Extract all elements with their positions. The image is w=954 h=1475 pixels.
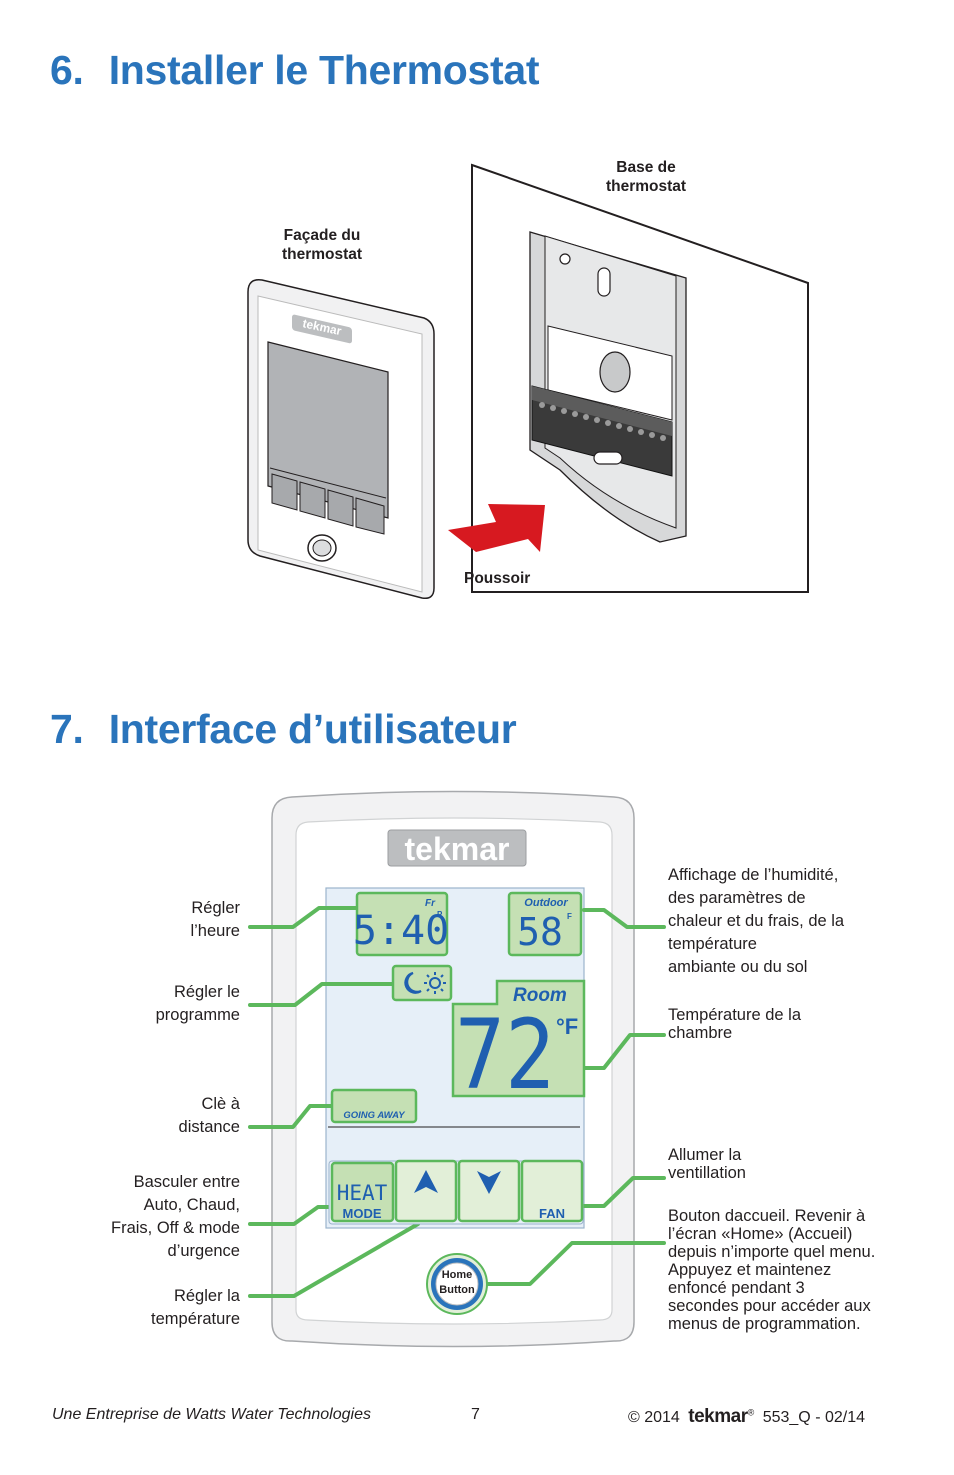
pm-label: P [437, 910, 443, 919]
brand-plate [387, 829, 527, 867]
thermostat-front: tekmar [247, 279, 435, 600]
section-6-heading: 6. Installer le Thermostat [50, 47, 540, 93]
home-button[interactable]: Home Button [426, 1253, 488, 1315]
section-7-heading: 7. Interface d’utilisateur [50, 706, 517, 752]
sun-icon [424, 972, 446, 994]
room-unit: °F [556, 1014, 578, 1039]
day-label: Fr [425, 898, 436, 909]
callout-away-key: Clè à distance [178, 1095, 240, 1136]
base-label: Base de thermostat [605, 159, 687, 195]
outdoor-button[interactable] [507, 891, 583, 957]
front-label: Façade du thermostat [281, 227, 363, 263]
footer-company: Une Entreprise de Watts Water Technologi… [52, 1406, 371, 1423]
arrow-down-icon [477, 1171, 501, 1194]
page-number: 7 [471, 1406, 480, 1423]
up-button[interactable] [394, 1159, 458, 1223]
outdoor-temp: 58 [517, 910, 563, 954]
push-arrow-icon [448, 504, 545, 552]
registered-mark: ® [747, 1407, 755, 1418]
thermostat-base [529, 231, 687, 543]
mode-label: MODE [343, 1206, 382, 1221]
footer-right: © 2014 tekmar® 553_Q - 02/14 [628, 1406, 865, 1428]
install-illustration: tekmar [247, 163, 809, 600]
going-away-label: GOING AWAY [343, 1110, 406, 1121]
arrow-up-icon [414, 1170, 438, 1193]
mode-value: HEAT [337, 1181, 388, 1205]
push-label: Poussoir [464, 570, 531, 587]
brand-logo: tekmar [405, 831, 510, 867]
room-temp: 72 [455, 999, 555, 1111]
section-title: Interface d’utilisateur [108, 706, 517, 752]
mode-button[interactable] [330, 1161, 395, 1223]
section-title: Installer le Thermostat [108, 47, 540, 93]
outdoor-unit: F [567, 912, 572, 921]
going-away-button[interactable] [330, 1088, 418, 1124]
thermostat-ui-diagram: tekmar 5:40 Fr P Outdoor 58 F Room 72 °F… [248, 790, 666, 1348]
copyright: © 2014 [628, 1409, 680, 1426]
fan-label: FAN [539, 1206, 565, 1221]
callout-set-temp: Régler la température [151, 1287, 240, 1328]
callout-lines [248, 906, 666, 1298]
home-button-label-1: Home [442, 1269, 473, 1281]
room-temp-display [451, 979, 586, 1098]
outdoor-label: Outdoor [524, 897, 568, 909]
room-label: Room [513, 985, 567, 1006]
footer-brand-logo: tekmar [688, 1406, 748, 1427]
callout-mode: Basculer entre Auto, Chaud, Frais, Off &… [111, 1173, 240, 1260]
fan-button[interactable] [520, 1159, 584, 1223]
callout-fan: Allumer la ventillation [668, 1146, 746, 1182]
callout-set-program: Régler le programme [155, 983, 240, 1024]
time-display: 5:40 [353, 908, 449, 954]
section-number: 6. [50, 47, 84, 93]
callout-room-temp: Température de la chambre [668, 1006, 801, 1042]
callout-outdoor-display: Affichage de l’humidité, des paramètres … [668, 866, 845, 976]
program-button[interactable] [391, 964, 453, 1002]
callout-set-time: Régler l’heure [190, 899, 240, 940]
section-number: 7. [50, 706, 84, 752]
doc-number: 553_Q - 02/14 [762, 1409, 865, 1426]
moon-icon [404, 971, 422, 994]
home-button-label-2: Button [439, 1284, 475, 1296]
callout-home: Bouton daccueil. Revenir à l’écran «Home… [668, 1207, 876, 1333]
time-button[interactable] [355, 891, 449, 957]
